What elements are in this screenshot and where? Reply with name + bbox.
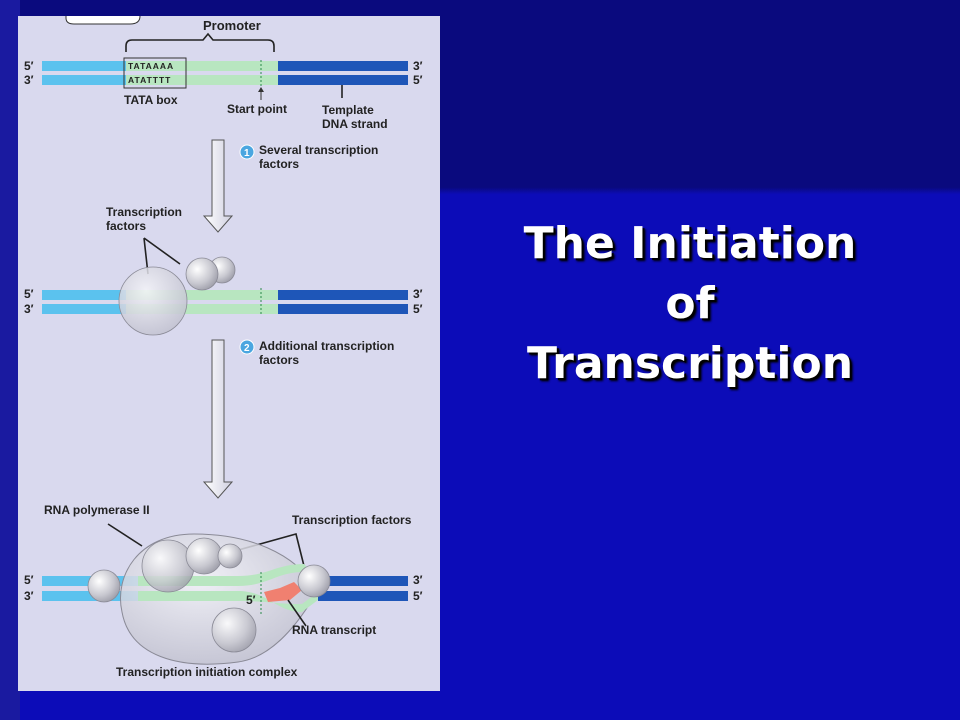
promoter-label: Promoter (203, 18, 261, 33)
step1-badge-icon (239, 144, 255, 160)
rna-polymerase-pointer (107, 523, 143, 547)
dna3-bottom-strand-dark (318, 591, 408, 601)
dna1-bottom-strand-light (42, 75, 126, 85)
dna2-bottom-3prime: 3′ (24, 302, 34, 316)
dna3-bottom-5prime: 5′ (413, 589, 423, 603)
slide-title-line-3: Transcription (526, 338, 854, 389)
dna3-top-3prime: 3′ (413, 573, 423, 587)
rna-transcript-pointer (287, 599, 307, 627)
dna2-bottom-5prime: 5′ (413, 302, 423, 316)
step2-number: 2 (244, 343, 250, 354)
dna3-bottom-3prime: 3′ (24, 589, 34, 603)
template-label-line2: DNA strand (322, 117, 388, 131)
promoter-bracket (125, 32, 275, 52)
slide-title-line-2: of (665, 278, 715, 329)
dna3-bottom-strand-green (138, 591, 318, 612)
dna1-top-5prime: 5′ (24, 59, 34, 73)
stage-2-tf-binding: Transcription factors 5′ 3′ 3′ 5′ (24, 205, 423, 336)
dna3-top-strand-dark (318, 576, 408, 586)
tata-box-label: TATA box (124, 93, 178, 107)
complex-blob-bottom (211, 607, 257, 653)
tf-blob-large (118, 266, 188, 336)
step1-label-line2: factors (259, 157, 299, 171)
rna-polymerase-label: RNA polymerase II (44, 503, 150, 517)
stage-1-promoter: Promoter 5′ 3′ 3′ 5′ TATAAAA ATATTTT TAT… (24, 18, 423, 131)
tf-label-line1: Transcription (106, 205, 182, 219)
complex-blob-top-mid (185, 537, 223, 575)
step2-badge-icon (239, 339, 255, 355)
template-label-line1: Template (322, 103, 374, 117)
tf-blob-medium (185, 257, 219, 291)
rna-5prime-label: 5′ (246, 593, 256, 607)
tf-label-line2: factors (106, 219, 146, 233)
step1-number: 1 (244, 148, 250, 159)
complex-blob-top-left (141, 539, 195, 593)
step1-down-arrow (202, 139, 234, 233)
dna2-top-5prime: 5′ (24, 287, 34, 301)
transcription-diagram: Promoter 5′ 3′ 3′ 5′ TATAAAA ATATTTT TAT… (18, 16, 440, 691)
complex-label: Transcription initiation complex (116, 665, 298, 679)
tata-box-outline (123, 57, 187, 89)
dna2-bottom-strand-green (126, 304, 278, 314)
complex-blob-top-small (217, 543, 243, 569)
tf-right-label: Transcription factors (292, 513, 412, 527)
slide-title-line-1: The Initiation (523, 218, 857, 269)
step2-down-arrow (202, 339, 234, 499)
slide-title: The Initiation of Transcription (470, 214, 910, 394)
dna1-bottom-5prime: 5′ (413, 73, 423, 87)
step2-label-line2: factors (259, 353, 299, 367)
dna1-top-strand-dark (278, 61, 408, 71)
dna1-top-3prime: 3′ (413, 59, 423, 73)
start-point-arrowhead (258, 87, 264, 92)
dna1-top-strand-green (126, 61, 278, 71)
dna2-top-strand-dark (278, 290, 408, 300)
complex-blob-left-outer (87, 569, 121, 603)
dna2-bottom-strand-dark (278, 304, 408, 314)
dna3-top-5prime: 5′ (24, 573, 34, 587)
dna1-bottom-3prime: 3′ (24, 73, 34, 87)
dna1-bottom-strand-dark (278, 75, 408, 85)
tata-bottom-sequence: ATATTTT (128, 75, 171, 85)
dna2-top-3prime: 3′ (413, 287, 423, 301)
tata-top-sequence: TATAAAA (128, 61, 174, 71)
step2-label-line1: Additional transcription (259, 339, 394, 353)
stage-3-initiation-complex: RNA polymerase II Transcription factors … (24, 503, 423, 679)
rna-transcript-shape (264, 582, 302, 602)
step1-label-line1: Several transcription (259, 143, 378, 157)
rna-transcript-label: RNA transcript (292, 623, 376, 637)
complex-blob-right (297, 564, 331, 598)
callout-fragment (65, 16, 141, 25)
dna2-top-strand-green (126, 290, 278, 300)
start-point-label: Start point (227, 102, 287, 116)
dna1-top-strand-light (42, 61, 126, 71)
dna2-top-strand-light (42, 290, 126, 300)
dna1-bottom-strand-green (126, 75, 278, 85)
dna2-bottom-strand-light (42, 304, 126, 314)
dna3-bottom-strand-light (42, 591, 138, 601)
slide-left-band (0, 0, 20, 720)
